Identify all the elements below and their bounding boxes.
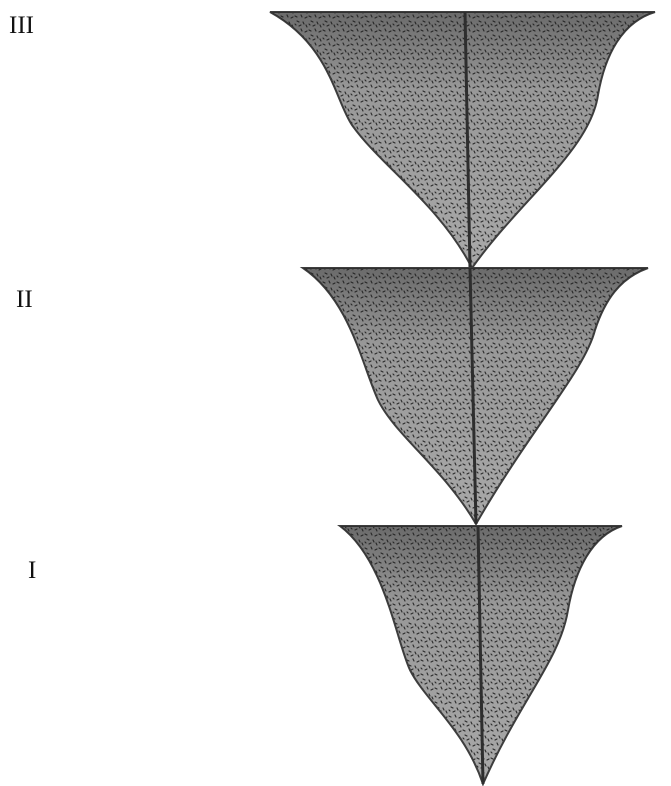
leaf-stage-ii: [303, 268, 648, 524]
leaf-stage-i: [340, 526, 622, 784]
leaf-stage-iii: [270, 12, 655, 268]
